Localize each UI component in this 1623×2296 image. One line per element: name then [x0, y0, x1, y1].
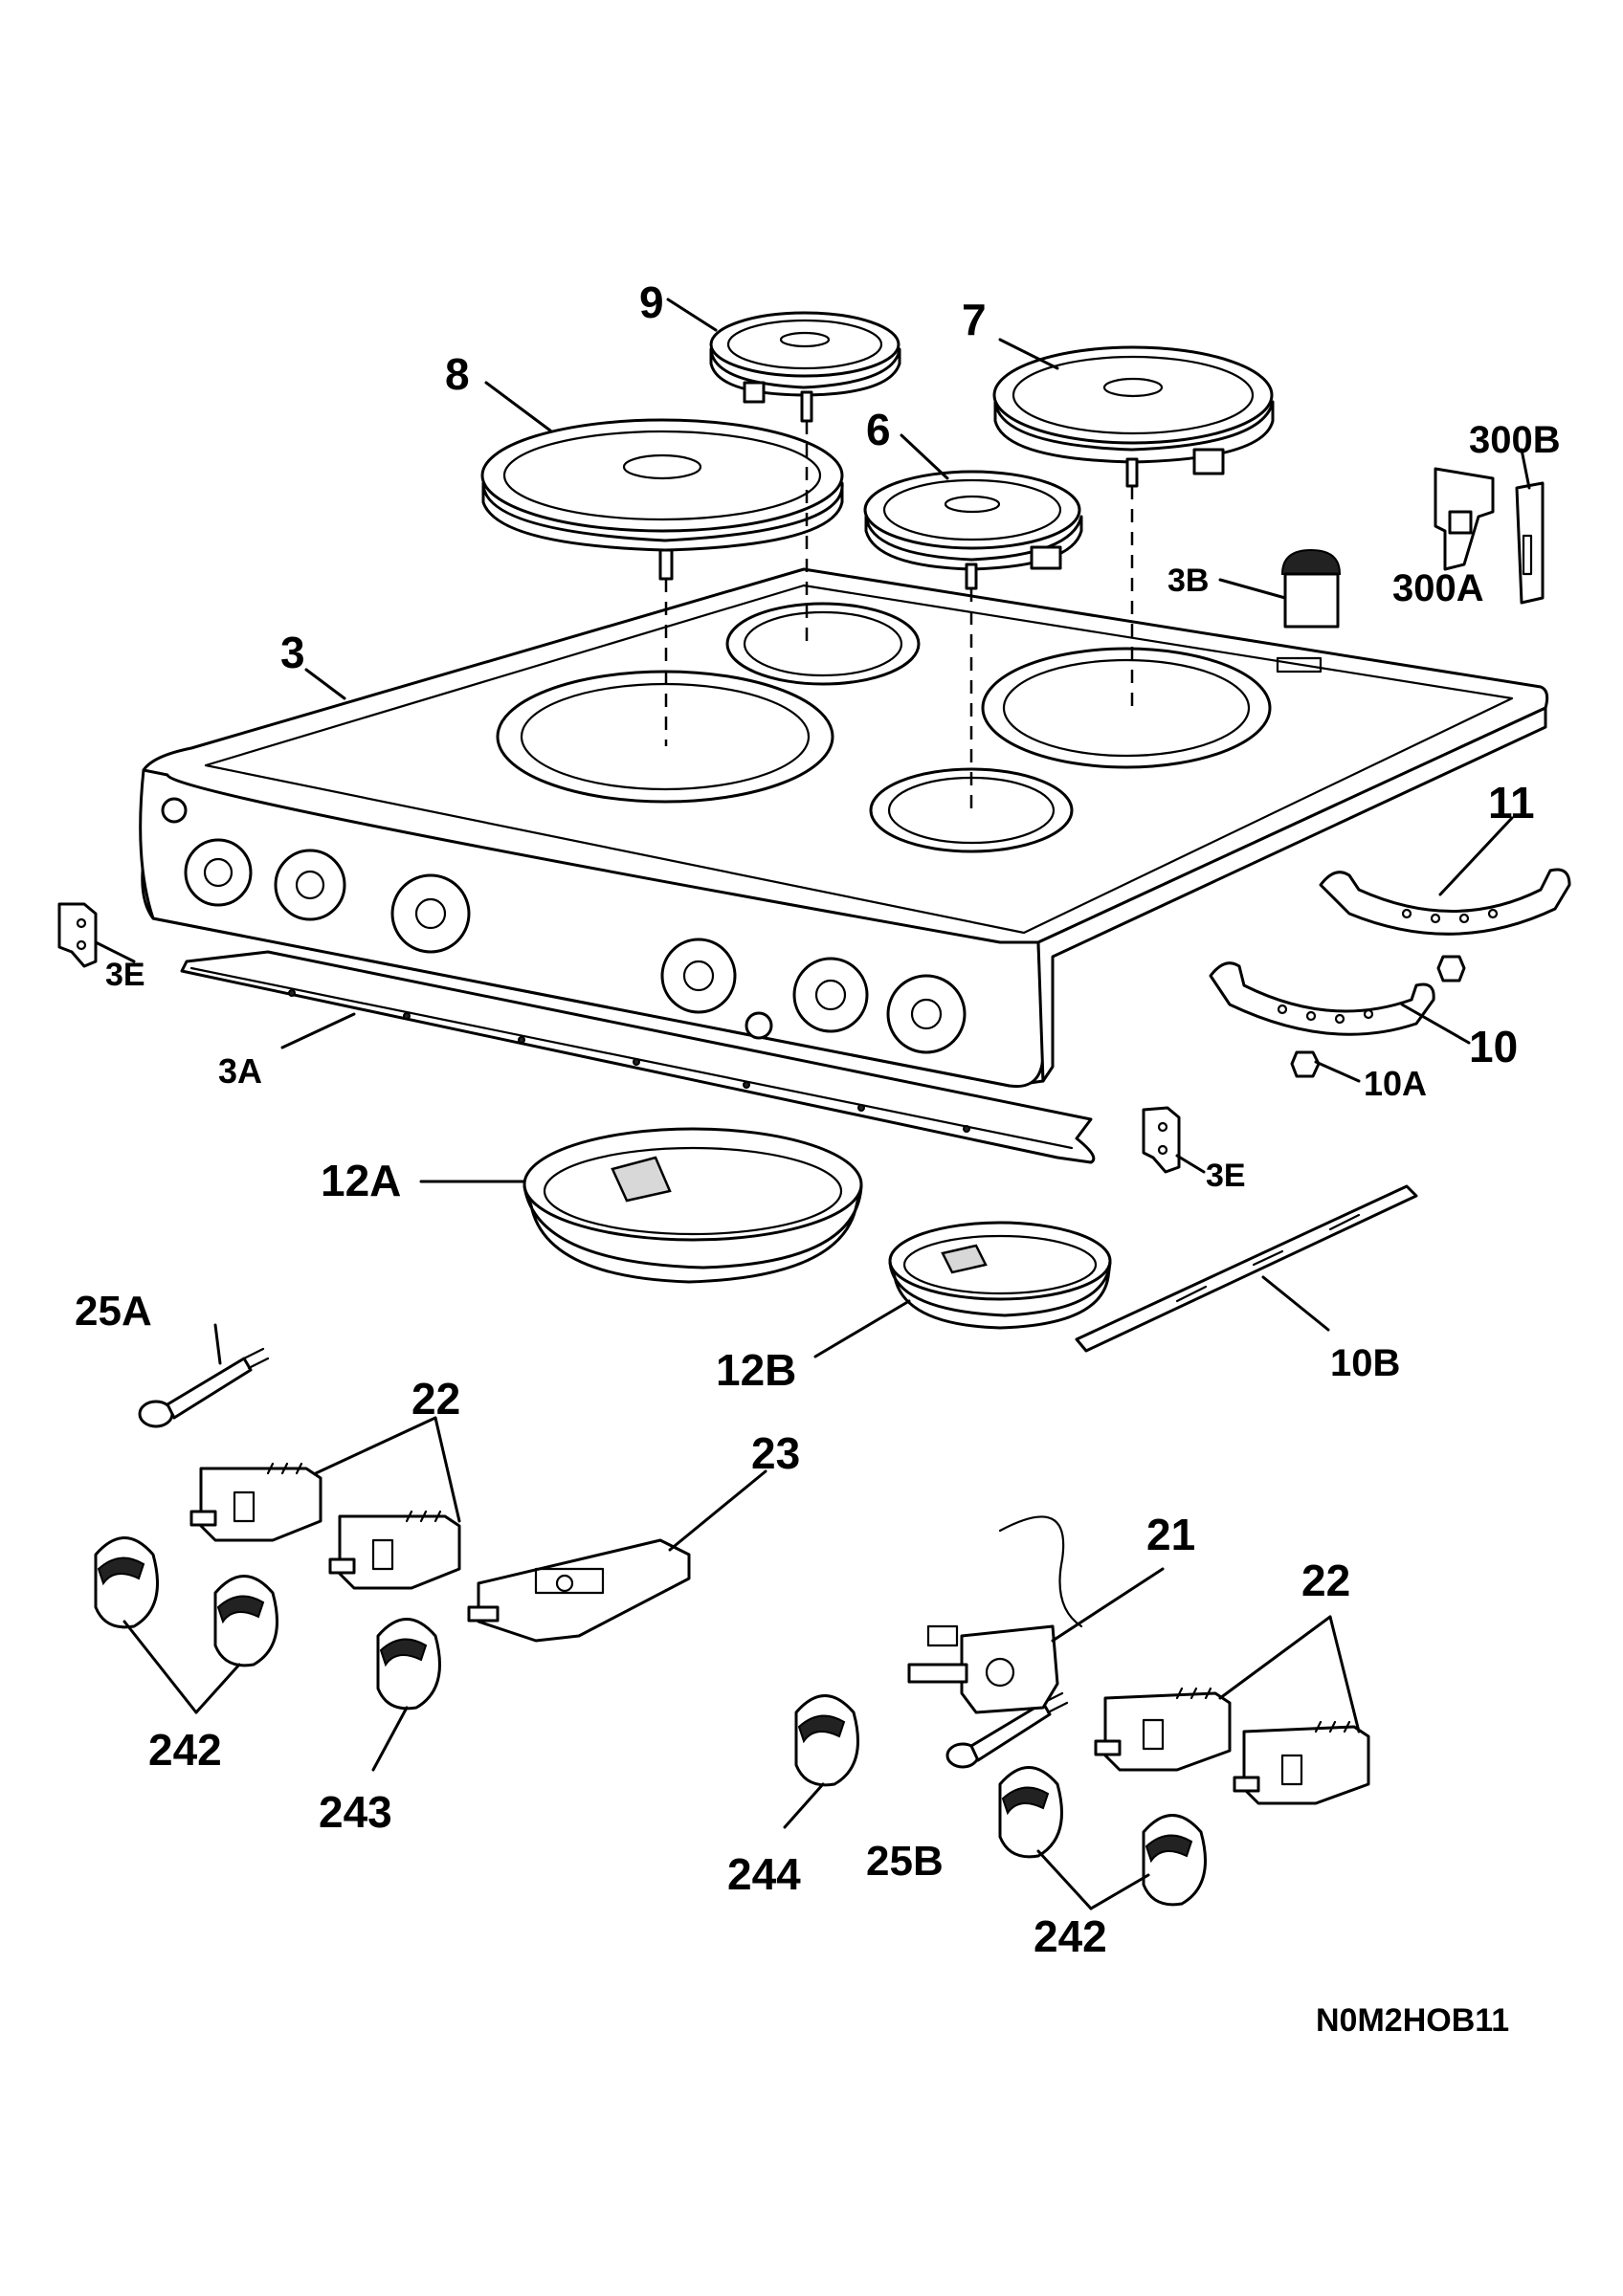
- label-3b: 3B: [1167, 563, 1209, 599]
- hotplate-8: [480, 418, 844, 581]
- hob-top-panel: [139, 567, 1549, 1089]
- label-10a: 10A: [1364, 1064, 1427, 1103]
- label-9: 9: [639, 277, 664, 327]
- switch-22-c: [1094, 1687, 1232, 1772]
- energy-regulator-switches-right: [1094, 1687, 1370, 1805]
- label-21: 21: [1146, 1510, 1195, 1559]
- label-6: 6: [866, 405, 891, 454]
- label-243: 243: [319, 1787, 392, 1837]
- knob-242-d: [1142, 1814, 1207, 1907]
- part-3a-trim-strip: [180, 950, 1096, 1164]
- hotplate-9: [709, 311, 901, 423]
- hotplate-6: [863, 470, 1083, 590]
- label-3e-right: 3E: [1206, 1158, 1246, 1194]
- energy-regulator-switches-left: [189, 1462, 461, 1590]
- label-12a: 12A: [321, 1156, 401, 1205]
- label-25b: 25B: [866, 1838, 944, 1885]
- part-21-thermostat: [907, 1515, 1083, 1714]
- part-11-support-bracket: [1319, 868, 1571, 982]
- part-10b-rail: [1075, 1184, 1418, 1353]
- part-23-timer-switch: [467, 1538, 691, 1643]
- knob-243: [376, 1618, 441, 1711]
- part-12a-drip-pan: [522, 1127, 863, 1284]
- label-7: 7: [962, 295, 987, 344]
- label-25a: 25A: [75, 1288, 152, 1335]
- label-244: 244: [727, 1849, 801, 1899]
- label-23: 23: [751, 1428, 800, 1478]
- knob-244: [794, 1694, 859, 1787]
- leader-lines: [94, 298, 1531, 1910]
- part-300a-bracket: [1434, 467, 1495, 571]
- label-3a: 3A: [218, 1051, 262, 1091]
- label-22-left: 22: [411, 1374, 460, 1424]
- label-300b: 300B: [1469, 419, 1561, 461]
- part-10-support-bracket: [1209, 961, 1435, 1078]
- hotplate-7: [992, 345, 1275, 488]
- label-10b: 10B: [1330, 1342, 1400, 1384]
- assembly-lines: [664, 421, 1134, 813]
- switch-22-d: [1233, 1720, 1370, 1805]
- label-10: 10: [1469, 1022, 1518, 1071]
- label-300a: 300A: [1392, 567, 1484, 609]
- part-25b-indicator-lamp: [945, 1691, 1069, 1769]
- part-300b-strip: [1515, 481, 1545, 605]
- part-3b-cap: [1280, 548, 1342, 629]
- part-25a-indicator-lamp: [138, 1347, 270, 1428]
- part-3e-left-bracket: [57, 902, 98, 968]
- label-11: 11: [1488, 778, 1535, 828]
- diagram-code: N0M2HOB11: [1316, 2002, 1509, 2039]
- control-knobs: [94, 1536, 1207, 1907]
- front-switch-sockets: [161, 797, 967, 1054]
- label-242-right: 242: [1034, 1911, 1107, 1961]
- switch-22-b: [328, 1510, 461, 1590]
- part-labels: 9 7 8 6 300B 300A 3B 3 11 3E 3A 10 10A 3…: [75, 277, 1561, 2039]
- part-12b-drip-pan: [888, 1221, 1112, 1330]
- switch-22-a: [189, 1462, 322, 1542]
- label-3: 3: [280, 628, 305, 677]
- label-3e-left: 3E: [105, 957, 145, 993]
- knob-242-c: [998, 1766, 1063, 1859]
- knob-242-b: [213, 1575, 278, 1667]
- label-8: 8: [445, 349, 470, 399]
- part-3e-right-bracket: [1142, 1106, 1181, 1174]
- label-22-right: 22: [1301, 1556, 1350, 1605]
- knob-242-a: [94, 1536, 159, 1629]
- label-242-left: 242: [148, 1725, 222, 1775]
- label-12b: 12B: [716, 1345, 796, 1395]
